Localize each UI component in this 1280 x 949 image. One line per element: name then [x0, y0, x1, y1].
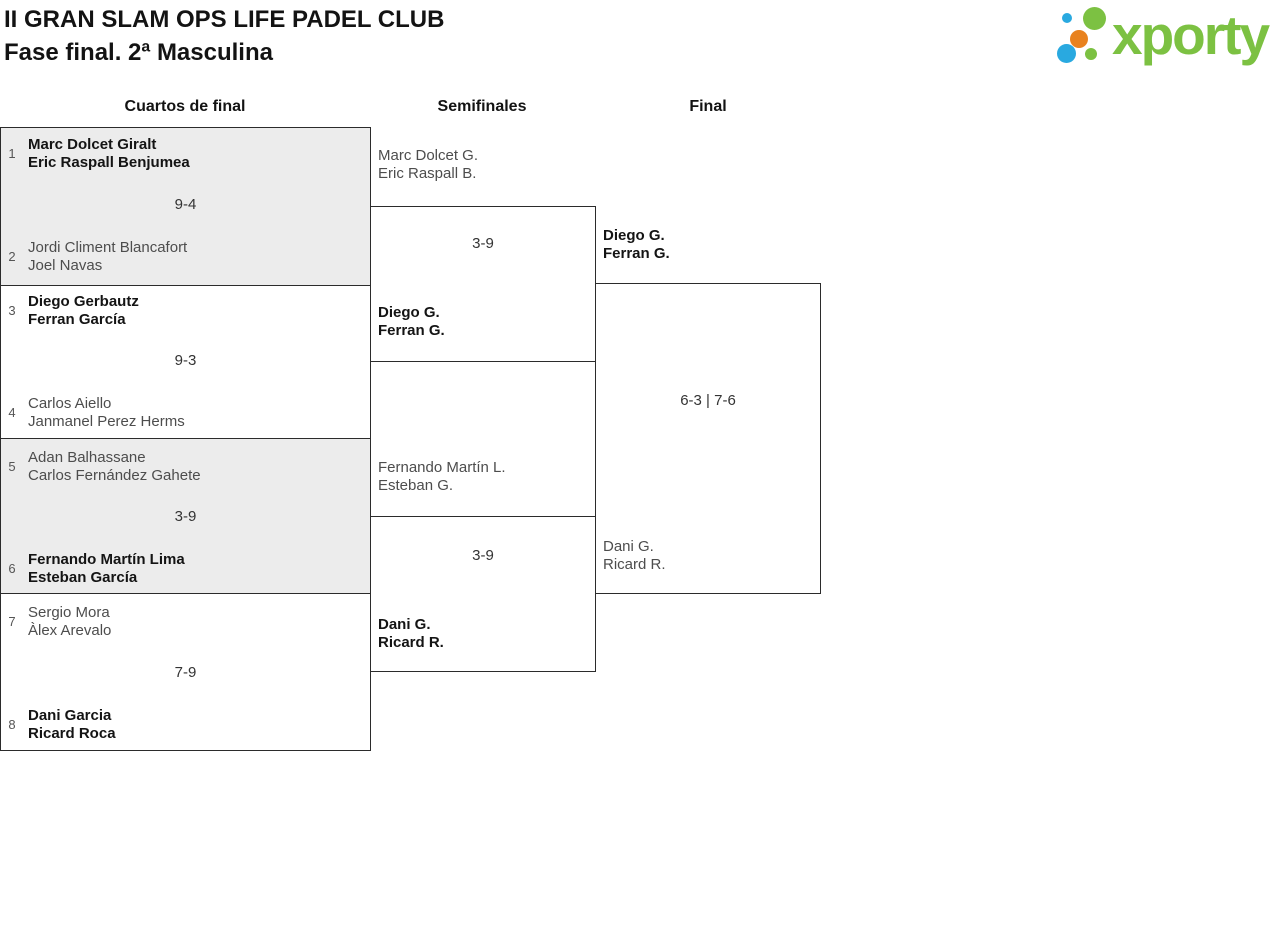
match-score: 7-9 [174, 664, 197, 681]
round-header-final: Final [689, 98, 727, 115]
player-name: Marc Dolcet Giralt [28, 136, 157, 153]
team-name: Adan Balhassane Carlos Fernández Gahete [28, 449, 201, 485]
match-score: 3-9 [174, 508, 197, 525]
team-name: Carlos Aiello Janmanel Perez Herms [28, 395, 185, 431]
logo-wordmark: xporty [1112, 4, 1270, 66]
team-name: Diego G. Ferran G. [603, 227, 670, 263]
seed-number: 2 [8, 249, 16, 264]
player-name: Eric Raspall Benjumea [28, 154, 190, 171]
team-name: Marc Dolcet G. Eric Raspall B. [378, 147, 478, 183]
round-header-quarterfinals: Cuartos de final [124, 98, 246, 115]
player-name: Marc Dolcet G. [378, 147, 479, 164]
player-name: Ricard R. [603, 556, 666, 573]
player-name: Carlos Aiello [28, 395, 112, 412]
seed-number: 1 [8, 146, 16, 161]
player-name: Carlos Fernández Gahete [28, 467, 201, 484]
player-name: Ferran García [28, 311, 126, 328]
seed-number: 8 [8, 717, 16, 732]
player-name: Dani G. [378, 616, 431, 633]
qf-match-3-box [0, 438, 371, 594]
match-score: 9-4 [174, 196, 197, 213]
round-header-semifinals: Semifinales [437, 98, 527, 115]
team-name: Sergio Mora Àlex Arevalo [28, 604, 111, 640]
logo-dot-orange [1070, 30, 1088, 48]
team-name: Fernando Martín L. Esteban G. [378, 459, 506, 495]
logo-dot-green-large [1083, 7, 1106, 30]
seed-number: 4 [8, 405, 16, 420]
match-score: 3-9 [472, 547, 494, 564]
player-name: Ferran G. [378, 322, 445, 339]
player-name: Diego G. [603, 227, 665, 244]
match-score: 3-9 [472, 235, 494, 252]
player-name: Esteban G. [378, 477, 454, 494]
sf-match-1-box [370, 206, 596, 362]
xporty-logo[interactable]: xporty [1050, 0, 1280, 80]
page-subtitle: Fase final. 2ª Masculina [4, 39, 273, 66]
qf-match-1-box [0, 127, 371, 286]
team-name: Jordi Climent Blancafort Joel Navas [28, 239, 187, 275]
team-name: Fernando Martín Lima Esteban García [28, 551, 185, 587]
logo-dot-green-small [1085, 48, 1097, 60]
page-title: II GRAN SLAM OPS LIFE PADEL CLUB [4, 6, 445, 33]
seed-number: 5 [8, 459, 16, 474]
player-name: Diego Gerbautz [28, 293, 139, 310]
player-name: Dani Garcia [28, 707, 112, 724]
qf-match-2-box [0, 285, 371, 439]
player-name: Sergio Mora [28, 604, 110, 621]
player-name: Adan Balhassane [28, 449, 146, 466]
team-name: Dani Garcia Ricard Roca [28, 707, 116, 743]
seed-number: 3 [8, 303, 16, 318]
player-name: Diego G. [378, 304, 440, 321]
final-match-box [595, 283, 821, 594]
team-name: Diego Gerbautz Ferran García [28, 293, 139, 329]
sf-match-2-box [370, 516, 596, 672]
player-name: Dani G. [603, 538, 654, 555]
player-name: Janmanel Perez Herms [28, 413, 185, 430]
player-name: Ricard Roca [28, 725, 116, 742]
player-name: Eric Raspall B. [378, 165, 477, 182]
player-name: Fernando Martín L. [378, 459, 506, 476]
player-name: Ferran G. [603, 245, 670, 262]
player-name: Ricard R. [378, 634, 444, 651]
player-name: Fernando Martín Lima [28, 551, 185, 568]
player-name: Jordi Climent Blancafort [28, 239, 188, 256]
team-name: Dani G. Ricard R. [378, 616, 444, 652]
qf-match-4-box [0, 593, 371, 751]
match-score: 6-3 | 7-6 [680, 392, 736, 409]
player-name: Àlex Arevalo [28, 622, 112, 639]
team-name: Diego G. Ferran G. [378, 304, 445, 340]
player-name: Esteban García [28, 569, 138, 586]
match-score: 9-3 [174, 352, 197, 369]
team-name: Dani G. Ricard R. [603, 538, 666, 574]
seed-number: 6 [8, 561, 16, 576]
player-name: Joel Navas [28, 257, 103, 274]
tournament-header: II GRAN SLAM OPS LIFE PADEL CLUB Fase fi… [4, 3, 444, 69]
logo-dot-blue-small [1062, 13, 1072, 23]
logo-dot-blue-medium [1057, 44, 1076, 63]
seed-number: 7 [8, 614, 16, 629]
team-name: Marc Dolcet Giralt Eric Raspall Benjumea [28, 136, 190, 172]
